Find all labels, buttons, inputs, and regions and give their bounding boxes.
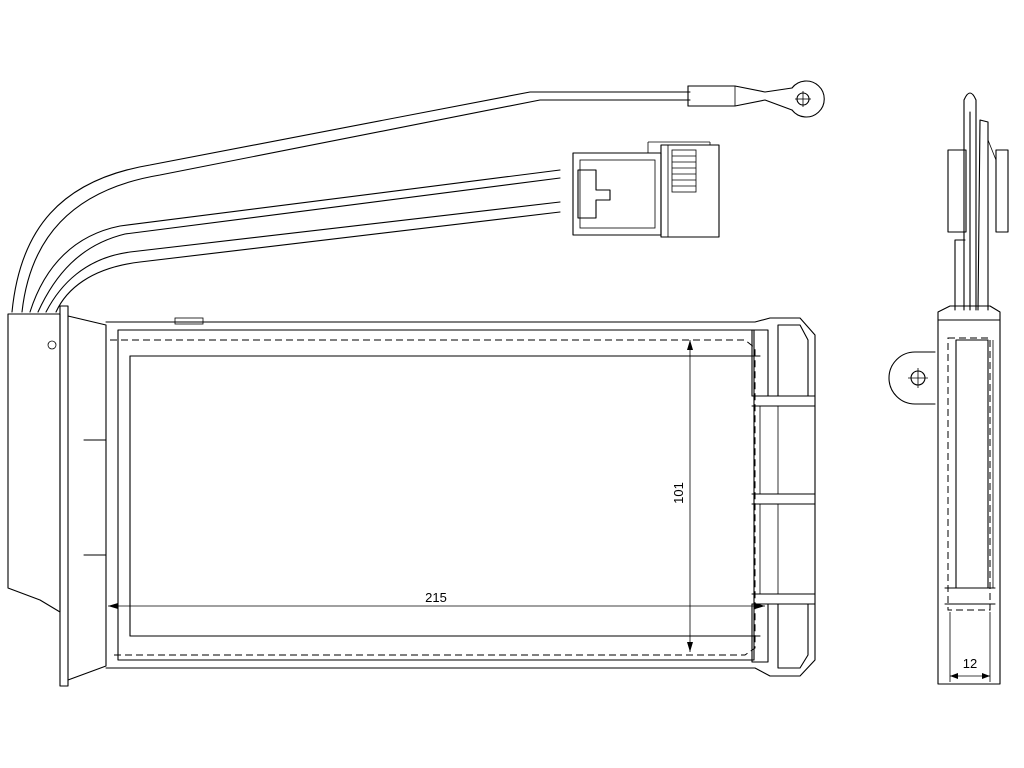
side-view: 12	[888, 92, 1009, 685]
right-header-tank	[721, 317, 816, 677]
left-tank	[7, 305, 107, 687]
width-dimension: 215	[108, 590, 765, 609]
side-wire-stack	[947, 92, 1009, 311]
wire-harness	[11, 91, 691, 313]
core-body	[105, 317, 761, 669]
depth-dimension: 12	[949, 612, 991, 682]
plug-connector	[572, 141, 720, 238]
height-dimension-label: 101	[671, 482, 686, 504]
depth-dimension-label: 12	[963, 656, 977, 671]
front-view: 215 101	[7, 80, 825, 687]
height-dimension: 101	[671, 340, 693, 652]
ring-terminal	[687, 80, 825, 118]
side-mounting-tab	[888, 351, 936, 405]
width-dimension-label: 215	[425, 590, 447, 605]
side-body	[937, 305, 1001, 685]
